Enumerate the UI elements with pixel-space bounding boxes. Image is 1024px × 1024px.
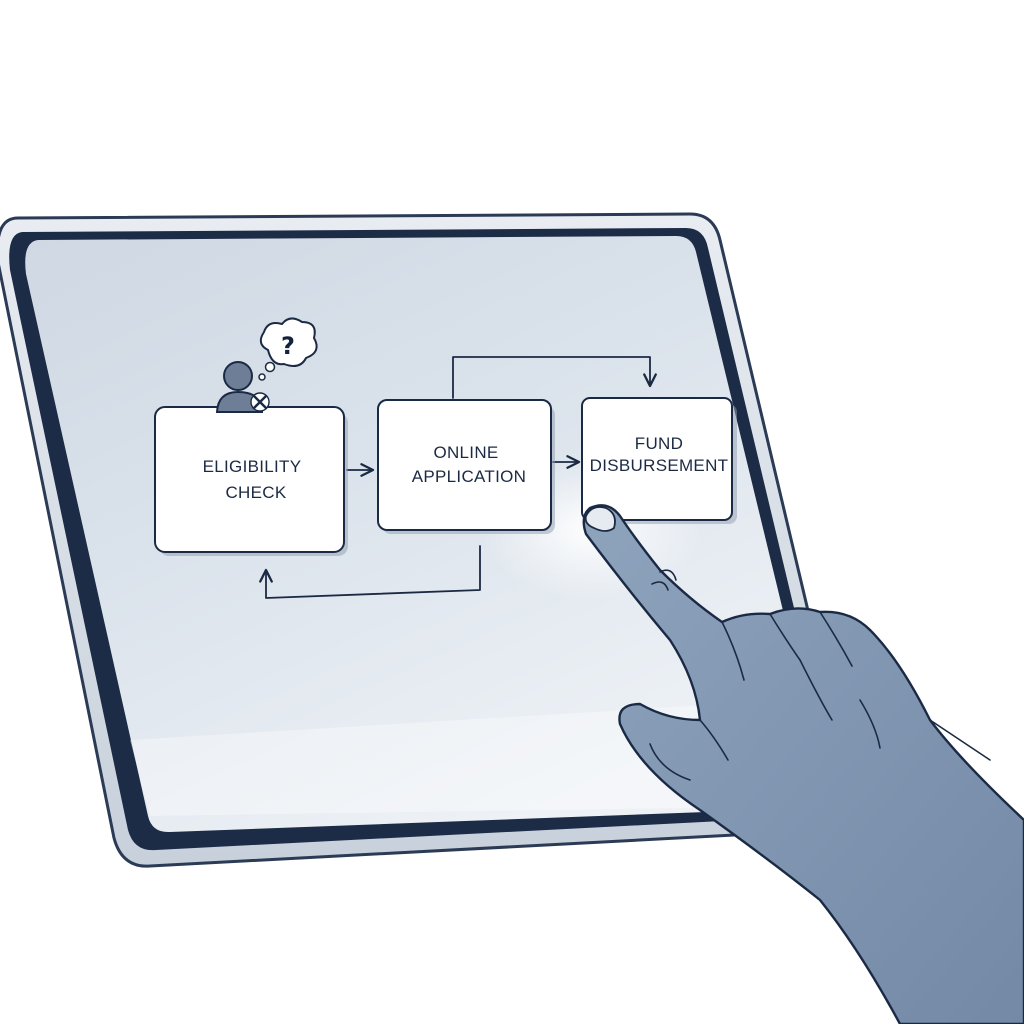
flow-connectors <box>259 356 657 599</box>
step-eligibility-check[interactable]: ELIGIBILITY CHECK <box>154 406 348 556</box>
step-label-line2: CHECK <box>225 483 286 502</box>
person-icon <box>215 361 263 413</box>
step-online-application[interactable]: ONLINE APPLICATION <box>377 399 555 534</box>
hand-contour-lines <box>649 569 991 781</box>
loop-arrow-top <box>452 356 657 399</box>
pointing-hand-icon <box>582 504 1024 1024</box>
step-label-line1: ONLINE <box>433 443 498 462</box>
loop-arrow-bottom <box>259 545 481 599</box>
step-card <box>581 397 733 521</box>
tablet <box>0 212 855 868</box>
step-label-line1: FUND <box>635 434 683 453</box>
hand-silhouette <box>582 504 1024 1024</box>
step-label-line2: APPLICATION <box>412 467 526 486</box>
thought-bubble-icon: ? <box>258 317 318 381</box>
fingernail <box>584 506 616 532</box>
cross-mark-icon <box>250 392 270 412</box>
thought-bubble-text: ? <box>281 332 295 360</box>
step-label-line1: ELIGIBILITY <box>203 457 302 476</box>
step-label-line2: DISBURSEMENT <box>590 456 729 475</box>
step-card <box>377 399 552 531</box>
tablet-screen <box>25 236 827 833</box>
step-fund-disbursement[interactable]: FUND DISBURSEMENT <box>581 397 737 524</box>
step-card <box>154 406 345 553</box>
